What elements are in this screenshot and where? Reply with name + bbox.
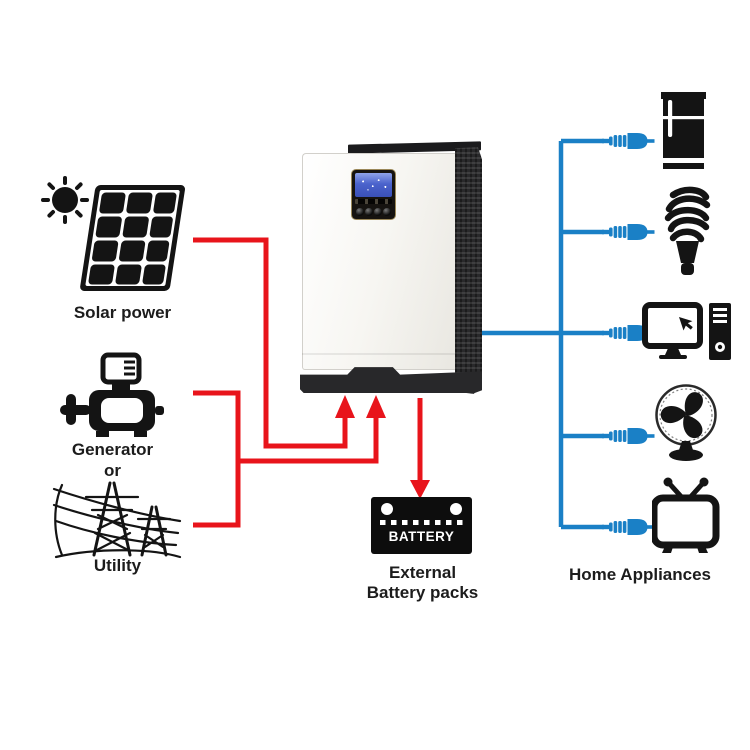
solar-panel-icon: [80, 185, 185, 291]
cfl-bulb-icon: [664, 186, 711, 275]
source-wires: [193, 237, 423, 528]
battery-terminal: [450, 503, 462, 515]
inverter-base: [300, 367, 482, 393]
battery-badge: BATTERY: [388, 529, 455, 544]
generator-icon: [60, 352, 164, 437]
panel-button: [365, 208, 373, 216]
inverter-unit: [300, 141, 482, 394]
arrow-down-icon: [410, 480, 430, 499]
solar-wire: [193, 237, 348, 449]
refrigerator-icon: [661, 92, 706, 169]
battery-caption: External Battery packs: [350, 563, 495, 603]
fan-icon: [655, 384, 717, 461]
wire-arrowheads: [335, 395, 430, 499]
display-indicator-bar: [355, 199, 392, 204]
generator-utility-wire: [238, 416, 379, 464]
plug-icon: [602, 428, 655, 444]
plug-icon: [602, 133, 655, 149]
sun-icon: [41, 176, 89, 224]
battery-caption-line2: Battery packs: [366, 583, 479, 602]
battery-icon: BATTERY: [371, 497, 472, 554]
arrow-up-icon: [335, 395, 355, 418]
generator-label: Generator: [71, 440, 154, 459]
load-wires: [481, 138, 604, 530]
button-row: [355, 208, 392, 216]
panel-button: [374, 208, 382, 216]
arrow-up-icon: [366, 395, 386, 418]
panel-button: [383, 208, 391, 216]
battery-dashes: [380, 520, 464, 525]
solar-power-label: Solar power: [73, 303, 172, 322]
tv-icon: [652, 477, 720, 553]
inverter-control-panel: [351, 169, 396, 220]
desktop-computer-icon: [642, 302, 731, 360]
battery-terminal: [381, 503, 393, 515]
utility-tower-icon: [52, 481, 182, 559]
inverter-vent-panel: [455, 147, 482, 394]
utility-label: Utility: [93, 556, 142, 575]
plug-icon: [602, 519, 655, 535]
plug-icon: [602, 224, 655, 240]
battery-caption-line1: External: [388, 563, 457, 582]
home-appliances-label: Home Appliances: [568, 565, 712, 584]
or-label: or: [104, 461, 121, 480]
lcd-display: [355, 173, 392, 197]
panel-button: [356, 208, 364, 216]
inverter-crease: [302, 353, 455, 355]
